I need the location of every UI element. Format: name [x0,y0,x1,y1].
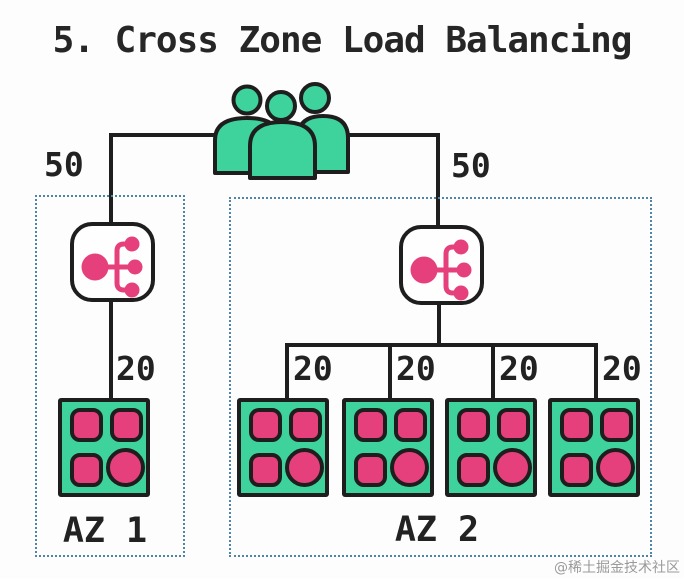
server-square-icon [70,408,103,442]
server-square-icon [70,453,103,487]
connector-clients-to-lb2 [436,133,440,227]
server-group-az1-1 [58,398,150,497]
weight-label-clients-az2: 50 [451,146,491,185]
server-square-icon [249,408,282,442]
server-square-icon [457,408,490,442]
server-square-icon [289,408,322,442]
server-square-icon [249,453,282,487]
distribution-line [285,343,598,347]
drop-line-2 [388,343,392,398]
az1-label: AZ 1 [62,511,148,551]
server-square-icon [560,453,593,487]
server-square-icon [354,453,387,487]
connector-clients-to-lb1 [109,133,113,224]
weight-label-clients-az1: 50 [44,145,84,184]
connector-lb1-to-server [109,300,113,398]
watermark: @稀土掘金技术社区 [554,560,680,576]
server-square-icon [457,453,490,487]
load-balancer-az1 [70,222,155,302]
server-square-icon [110,408,143,442]
load-balancer-az2 [399,225,484,305]
server-circle-icon [390,448,429,487]
server-square-icon [497,408,530,442]
drop-line-1 [285,343,289,398]
drop-line-4 [594,343,598,398]
server-circle-icon [493,448,532,487]
server-square-icon [394,408,427,442]
weight-label-az2-server1: 20 [293,349,333,388]
server-group-az2-1 [237,398,329,497]
server-circle-icon [106,448,145,487]
drop-line-3 [491,343,495,398]
load-balancer-icon [410,239,472,301]
az2-label: AZ 2 [394,510,480,550]
weight-label-az2-server2: 20 [396,349,436,388]
users-group-icon [213,82,350,180]
server-group-az2-4 [548,398,640,497]
load-balancer-icon [81,236,143,298]
server-square-icon [600,408,633,442]
server-circle-icon [596,448,635,487]
connector-lb2-down [437,303,441,345]
server-square-icon [354,408,387,442]
server-circle-icon [285,448,324,487]
az1-zone-box [35,195,185,557]
weight-label-az1-server1: 20 [116,349,156,388]
server-group-az2-2 [342,398,434,497]
az2-zone-box [229,197,652,557]
diagram-title: 5. Cross Zone Load Balancing [52,20,633,61]
server-square-icon [560,408,593,442]
weight-label-az2-server3: 20 [499,349,539,388]
weight-label-az2-server4: 20 [602,349,642,388]
server-group-az2-3 [445,398,537,497]
